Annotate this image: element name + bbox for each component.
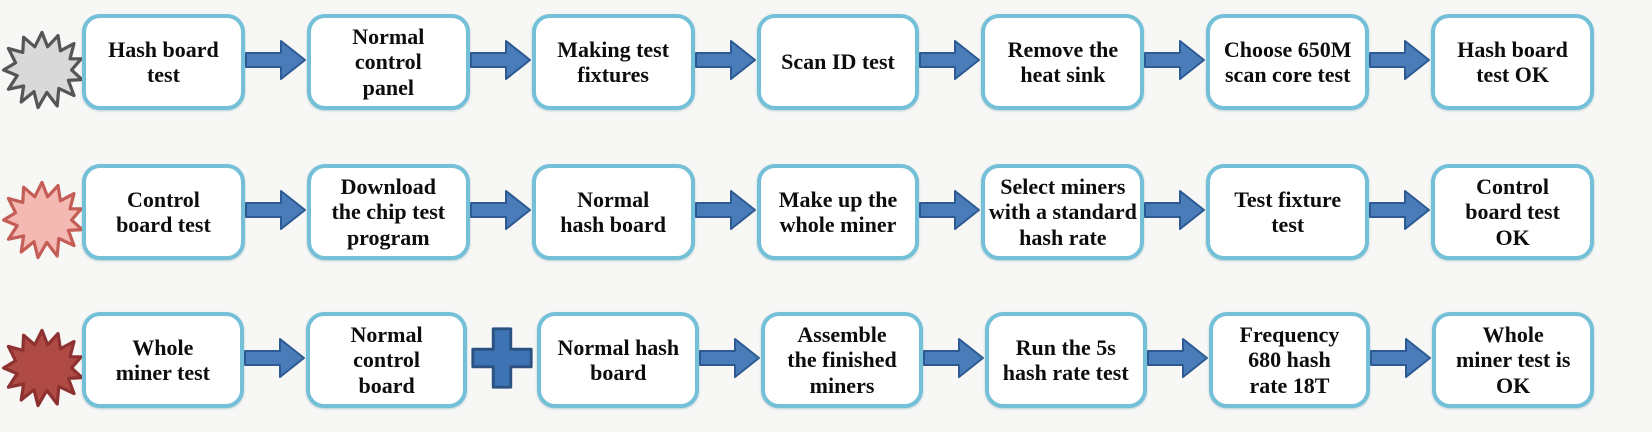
right-block-arrow-icon xyxy=(1144,187,1206,238)
flow-step-label-line: hash rate xyxy=(1019,224,1107,250)
flow-step-label-line: board xyxy=(590,360,647,385)
right-block-arrow-icon xyxy=(244,37,307,88)
flow-step-label-line: Normal xyxy=(352,24,425,50)
flow-step-label-line: miner test is xyxy=(1455,347,1571,373)
flow-step-label-line: Test fixture xyxy=(1234,186,1342,212)
flow-step-label-line: the finished xyxy=(787,347,897,373)
flow-step-label-line: Normal xyxy=(350,322,423,348)
plus-icon xyxy=(467,322,537,399)
flow-step-label-line: board xyxy=(358,372,415,398)
flow-step-label-line: OK xyxy=(1495,224,1530,250)
explosion-starburst-icon-gray xyxy=(2,20,84,120)
right-block-arrow-icon xyxy=(1146,335,1209,386)
flow-step-label-line: test OK xyxy=(1476,62,1549,87)
flow-step-label-line: Run the 5s xyxy=(1015,334,1116,360)
right-block-arrow-icon xyxy=(919,37,981,88)
explosion-starburst-icon-pink xyxy=(2,170,84,270)
flow-step-label-line: Frequency xyxy=(1239,322,1340,348)
flow-step-label-line: hash board xyxy=(560,212,667,237)
flow-step-label-line: control xyxy=(353,347,420,373)
explosion-starburst-icon-red xyxy=(2,318,84,418)
right-block-arrow-icon xyxy=(469,187,532,238)
flow-step-label-line: Control xyxy=(1476,174,1550,200)
flow-step-label-line: rate 18T xyxy=(1249,372,1330,398)
flow-step-label-line: Hash board xyxy=(1457,36,1568,62)
right-block-arrow-icon xyxy=(1369,187,1431,238)
flow-step-label-line: OK xyxy=(1496,372,1531,398)
right-block-arrow-icon xyxy=(1370,335,1432,386)
flow-step-label-line: Whole xyxy=(1482,322,1544,348)
flow-step-label-line: fixtures xyxy=(577,62,649,87)
flow-step-label-line: miners xyxy=(809,372,875,398)
flow-step-label-line: Making test xyxy=(557,36,670,62)
right-block-arrow-icon xyxy=(1369,37,1431,88)
flow-step-label-line: with a standard xyxy=(988,199,1137,225)
flow-step-label-line: test xyxy=(1271,212,1305,237)
flow-step-label-line: control xyxy=(354,49,422,75)
right-block-arrow-icon xyxy=(243,335,306,386)
right-block-arrow-icon xyxy=(694,187,757,238)
right-block-arrow-icon xyxy=(922,335,985,386)
flow-step-label-line: scan core test xyxy=(1225,62,1351,87)
flow-step-label-line: heat sink xyxy=(1020,62,1106,87)
flow-step-label-line: 680 hash xyxy=(1248,347,1331,373)
flow-step-label-line: board test xyxy=(116,212,211,237)
flow-step-label-line: Hash board xyxy=(108,36,219,62)
flow-step-label-line: Make up the xyxy=(778,186,898,212)
flow-step-label-line: miner test xyxy=(115,360,210,385)
flow-step-label-line: program xyxy=(346,224,430,250)
right-block-arrow-icon xyxy=(694,37,757,88)
right-block-arrow-icon xyxy=(699,335,761,386)
flow-step-label-line: Select miners xyxy=(1000,174,1126,200)
flow-step-label-line: board test xyxy=(1465,199,1560,225)
right-block-arrow-icon xyxy=(244,187,307,238)
flow-step-label-line: panel xyxy=(362,74,414,100)
right-block-arrow-icon xyxy=(469,37,532,88)
flow-step-label-line: Assemble xyxy=(797,322,887,348)
flow-step-label-line: Remove the xyxy=(1007,36,1119,62)
flow-step-label-line: Scan ID test xyxy=(781,49,895,75)
flow-step: Scan ID test xyxy=(756,14,920,110)
flow-step-label-line: Whole xyxy=(132,334,194,360)
right-block-arrow-icon xyxy=(919,187,981,238)
flow-step-label-line: hash rate test xyxy=(1002,360,1129,385)
flow-step-label-line: Control xyxy=(126,186,200,212)
flow-step-label-line: Normal hash xyxy=(557,334,680,360)
flow-step-label-line: whole miner xyxy=(779,212,897,237)
flow-step-label-line: Normal xyxy=(577,186,650,212)
flow-step-label-line: Choose 650M xyxy=(1223,36,1352,62)
right-block-arrow-icon xyxy=(1144,37,1206,88)
flow-step-label-line: test xyxy=(146,62,180,87)
flow-step-label-line: Download xyxy=(340,174,436,200)
flow-step-label-line: the chip test xyxy=(331,199,446,225)
